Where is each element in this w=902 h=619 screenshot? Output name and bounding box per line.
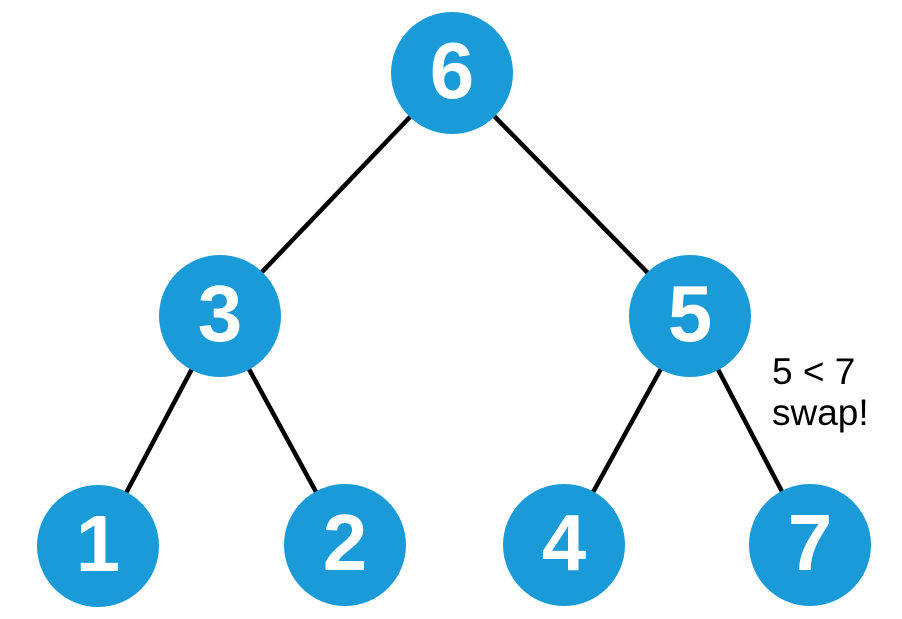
tree-node-7: 7 [749,484,871,606]
tree-node-6: 6 [391,12,513,134]
annotation-line-1: 5 < 7 [772,351,856,392]
tree-node-3: 3 [159,255,281,377]
node-label: 6 [429,26,475,115]
node-label: 3 [197,269,243,358]
node-label: 5 [667,269,713,358]
tree-node-2: 2 [284,484,406,606]
swap-annotation: 5 < 7 swap! [772,351,869,433]
node-label: 2 [322,498,368,587]
node-label: 1 [75,499,121,588]
tree-node-4: 4 [503,484,625,606]
node-label: 7 [787,498,833,587]
annotation-line-2: swap! [772,392,869,433]
node-label: 4 [541,498,587,587]
tree-node-5: 5 [629,255,751,377]
tree-node-1: 1 [37,485,159,607]
